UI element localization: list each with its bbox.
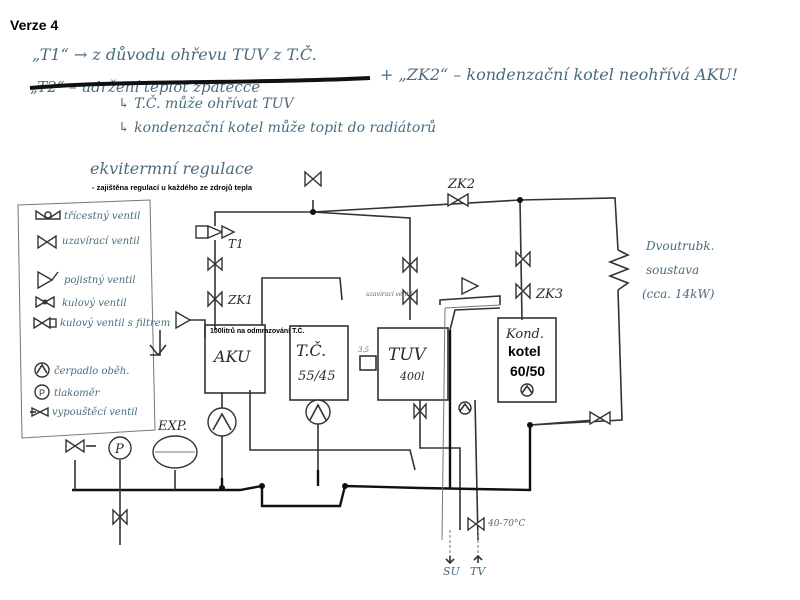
ball-valve-icon [35,295,55,309]
boiler-frame [441,304,501,541]
label-su: SU [443,565,461,578]
label-zk3: ZK3 [535,287,563,302]
three-way-valve-icon [35,209,61,220]
label-tuv-valve: uzavírací ventil [366,291,413,298]
safety-valve-icon [37,270,59,290]
legend-label: třícestný ventil [64,211,140,222]
aku-pump [207,407,237,437]
aku-note: 100litrů na odmrazování T.Č. [210,326,305,335]
aku-label: AKU [212,347,251,366]
kotel-hand-label: Kond. [505,327,544,342]
note-line-4: ↳ kondenzační kotel může topit do radiát… [118,119,436,136]
page-title: Verze 4 [10,17,58,33]
ball-valve-radiator-return [589,410,611,426]
radiator-line-1: Dvoutrubk. [645,239,714,253]
legend-label: uzavírací ventil [62,236,140,247]
kotel-temp: 60/50 [510,363,545,379]
circulation-pump-icon [34,362,50,378]
note-line-2: „T2“ – udržení teplot zpátečce + „ZK2“ –… [29,65,738,96]
label-zk1: ZK1 [227,293,253,307]
legend-box [17,199,156,439]
shutoff-valve-tuv-bottom [413,402,427,420]
shutoff-valve-tuv: uzavírací ventil [366,256,418,306]
legend-label: čerpadlo oběh. [54,366,129,377]
legend-label: pojistný ventil [64,275,136,286]
regulation-heading: ekvitermní regulace [90,159,253,178]
tuv-circulation-pump [458,401,472,415]
pressure-gauge: P [108,436,132,460]
ball-valve-zk2: ZK2 [447,177,475,208]
shutoff-valve-kotel [515,250,531,268]
ball-valve-filter-icon [33,316,57,330]
drain-valve-left [65,438,96,454]
shutoff-valve-aku [207,256,223,272]
legend-item: P tlakoměr [34,384,101,400]
mixing-valve: 40-70°C [467,516,525,532]
tuv-volume: 400l [399,370,425,383]
safety-discharge-funnel [149,344,167,357]
tuv-tank: TUV 400l 3,5 [358,327,449,401]
gauge-letter: P [39,388,45,398]
radiator-line-2: soustava [646,263,699,277]
note-line-3: ↳ T.Č. může ohřívat TUV [118,93,296,112]
shutoff-valve-icon [37,234,57,250]
legend-item: pojistný ventil [37,270,136,290]
legend-item: kulový ventil [35,295,127,309]
legend-label: kulový ventil s filtrem [60,318,170,329]
expansion-vessel: EXP. [152,419,198,469]
pipe-network [72,197,623,560]
pressure-gauge-icon: P [34,384,50,400]
legend-item: čerpadlo oběh. [34,362,129,378]
legend: třícestný ventil uzavírací ventil pojist… [17,199,170,439]
legend-item: uzavírací ventil [37,234,140,250]
safety-valve-aku [175,310,192,330]
tuv-name: TUV [388,345,428,365]
note-line-1: „T1“ → z důvodu ohřevu TUV z T.Č. [32,44,317,64]
label-mix-temp: 40-70°C [487,519,525,529]
radiator-line-3: (cca. 14kW) [642,287,715,301]
legend-label: tlakoměr [54,388,101,399]
condensing-boiler: Kond. kotel 60/50 [497,317,557,403]
arrow-tv [473,554,483,563]
ball-valve-zk1: ZK1 [207,290,253,308]
legend-item: kulový ventil s filtrem [33,316,170,330]
label-zk2: ZK2 [447,177,475,192]
tc-temp: 55/45 [298,369,335,384]
ball-valve-zk3: ZK3 [515,282,563,302]
drain-valve-icon [30,406,49,418]
shutoff-valve-top [304,170,322,188]
aku-tank: 100litrů na odmrazování T.Č. AKU [204,324,305,394]
arrow-su [445,556,455,565]
radiator-system: Dvoutrubk. soustava (cca. 14kW) [607,239,715,301]
drain-valve-bottom [112,508,128,526]
legend-label: kulový ventil [62,298,127,309]
legend-label: vypouštěcí ventil [52,407,138,418]
exp-label: EXP. [157,419,187,434]
note-line-2-tail: + „ZK2“ – kondenzační kotel neohřívá AKU… [380,65,738,84]
label-small-35: 3,5 [358,346,370,354]
three-way-valve-t1: T1 [195,224,244,251]
legend-item: vypouštěcí ventil [30,406,138,418]
gauge-label: P [114,442,124,457]
strike-through [29,76,371,90]
junctions [219,197,533,491]
heat-pump: T.Č. 55/45 [289,325,349,401]
tc-pump [305,399,331,425]
kotel-name: kotel [508,343,541,359]
regulation-sub: - zajištěna regulací u každého ze zdrojů… [92,183,253,192]
safety-valve-kotel [461,276,480,296]
tc-tuv-exchanger [359,355,377,371]
legend-item: třícestný ventil [35,209,140,222]
tc-name: T.Č. [296,340,326,360]
kotel-pump-icon [520,383,534,397]
label-tv: TV [470,565,486,578]
label-t1: T1 [228,237,244,251]
